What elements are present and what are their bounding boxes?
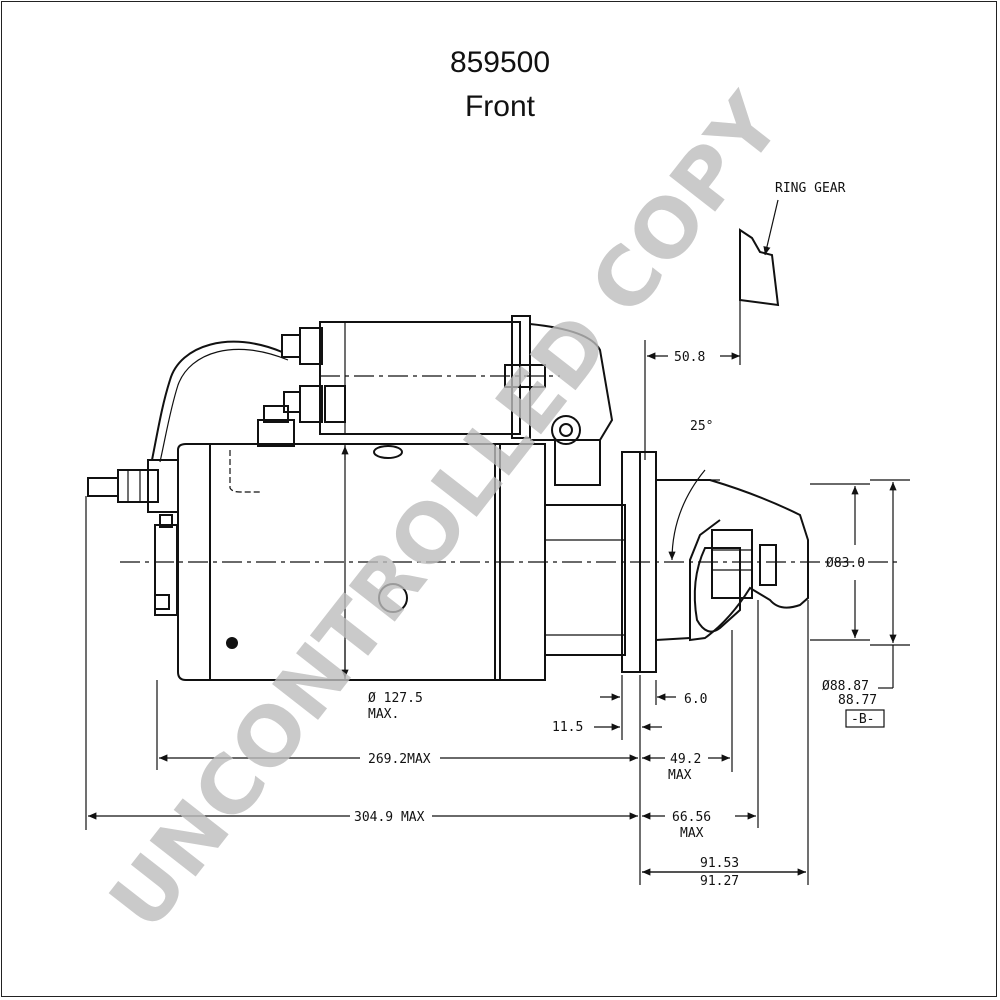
dim-88-77-label: 88.77 — [838, 693, 877, 708]
angle-label: 25° — [690, 419, 713, 434]
drive-housing — [544, 415, 809, 673]
dim-304-9-label: 304.9 MAX — [354, 810, 425, 825]
dim-83-0-label: Ø83.0 — [826, 556, 865, 571]
dim-269-2-label: 269.2MAX — [368, 752, 431, 767]
dim-91-53-label: 91.53 — [700, 856, 739, 871]
ring-gear — [739, 199, 780, 365]
dim-49-2-max-label: MAX — [668, 768, 692, 783]
dim-6-0-label: 6.0 — [684, 692, 707, 707]
terminal-stud — [87, 459, 179, 616]
solenoid — [281, 315, 614, 441]
datum-b-label: -B- — [851, 712, 874, 727]
angle-annotation: 25° — [656, 419, 720, 561]
ring-gear-label: RING GEAR — [775, 181, 846, 196]
dim-66-56-label: 66.56 — [672, 810, 711, 825]
dim-91-53: 91.53 91.27 — [642, 600, 809, 889]
dim-11-5-label: 11.5 — [552, 720, 583, 735]
dim-66-56-max-label: MAX — [680, 826, 704, 841]
dim-88-87-label: Ø88.87 — [822, 679, 869, 694]
view-title: Front — [464, 90, 536, 123]
dim-50-8-label: 50.8 — [674, 350, 705, 365]
dim-88-87: Ø88.87 88.77 -B- — [822, 479, 910, 728]
dim-83-0: Ø83.0 — [810, 483, 870, 641]
dim-6-0-11-5: 6.0 11.5 — [552, 675, 707, 740]
dim-127-5-max-label: MAX. — [368, 707, 399, 722]
part-number-title: 859500 — [449, 46, 551, 79]
dim-269-2: 269.2MAX 49.2 MAX — [156, 630, 733, 885]
dim-127-5-label: Ø 127.5 — [368, 691, 423, 706]
dim-49-2-label: 49.2 — [670, 752, 701, 767]
dim-127-5: Ø 127.5 MAX. — [341, 446, 423, 722]
dim-91-27-label: 91.27 — [700, 874, 739, 889]
dim-50-8: 50.8 — [644, 340, 740, 460]
cable — [151, 340, 283, 461]
dim-304-9: 304.9 MAX 66.56 MAX — [85, 496, 759, 841]
